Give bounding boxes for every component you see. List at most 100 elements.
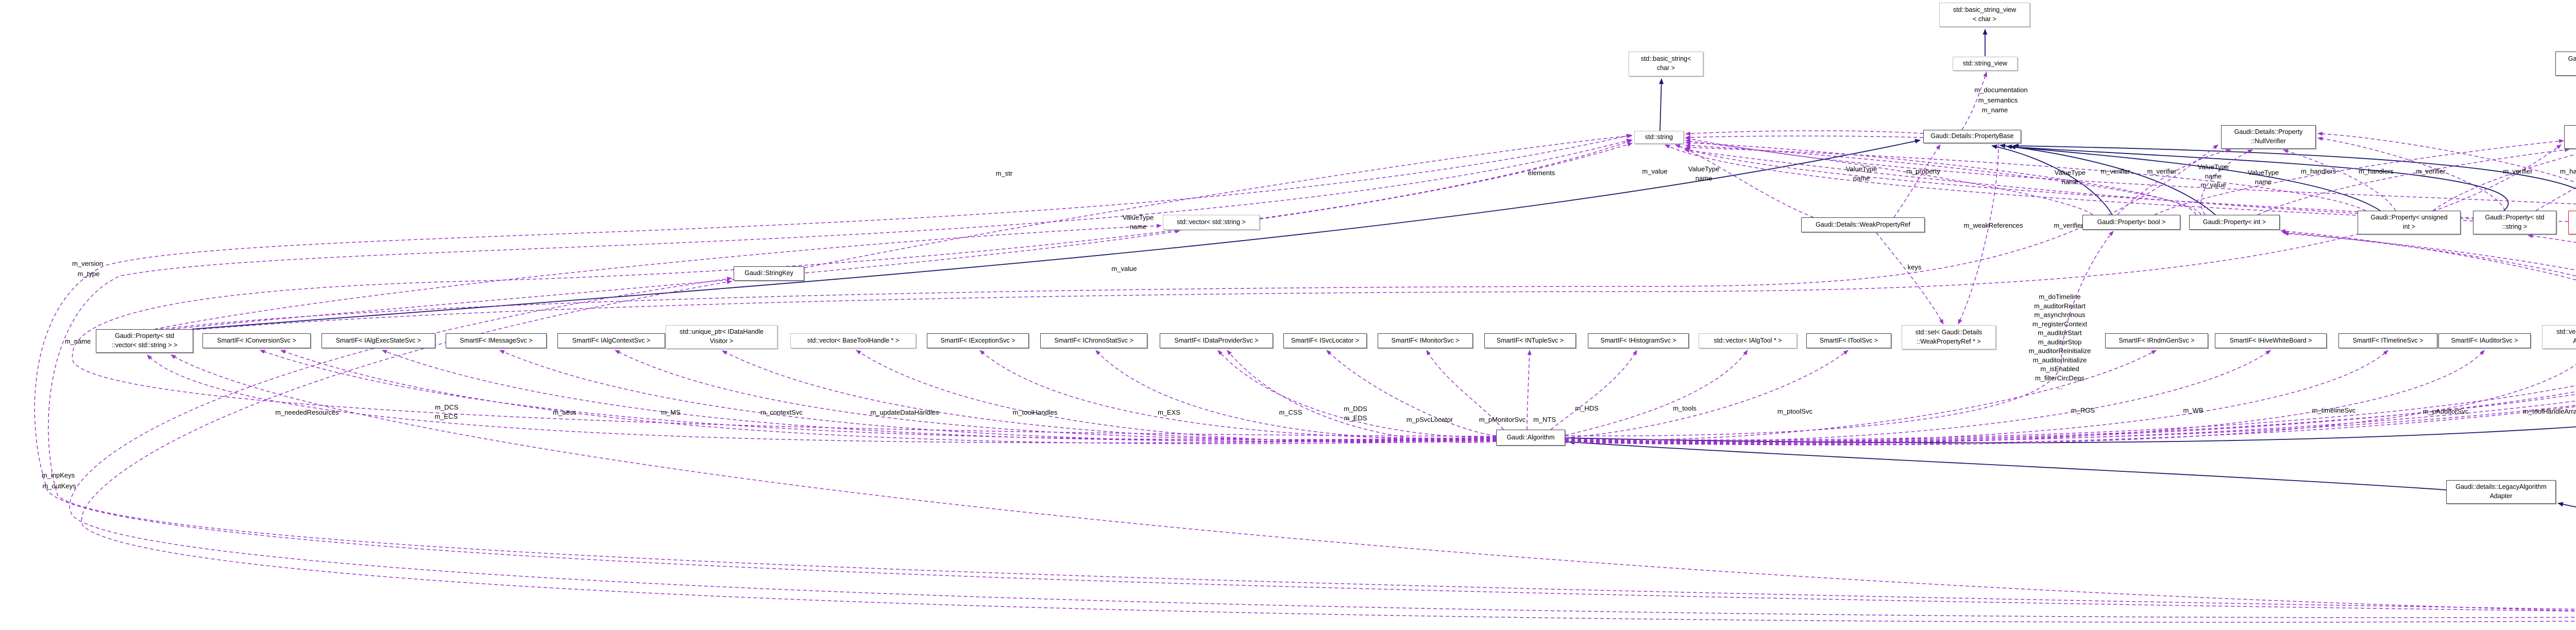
edge-label: m_toolHandleArrays <box>2523 407 2576 416</box>
edge-vecstring-to-string-elements <box>1259 140 1633 219</box>
node-string_view: std::string_view <box>1953 57 2018 71</box>
node-prop_uint[interactable]: Gaudi::Property< unsigned int > <box>2358 211 2461 234</box>
node-prop_int[interactable]: Gaudi::Property< int > <box>2189 215 2280 230</box>
node-update_handler[interactable]: Gaudi::Details::Property ::UpdateHandler <box>2564 125 2576 149</box>
node-uniq_datahandlevisitor: std::unique_ptr< IDataHandle Visitor > <box>666 325 777 349</box>
node-legacy_adapter[interactable]: Gaudi::details::LegacyAlgorithm Adapter <box>2446 480 2556 504</box>
node-smartif_algcontext[interactable]: SmartIF< IAlgContextSvc > <box>557 333 665 348</box>
edge-label: m_handlers <box>2359 167 2394 176</box>
edge-label: m_pSvcLocator <box>1406 416 1453 424</box>
node-smartif_conversion[interactable]: SmartIF< IConversionSvc > <box>202 333 311 348</box>
edge-uint-to-nullverifier <box>2283 149 2396 211</box>
edge-label: m_name <box>64 337 91 346</box>
edge-stringkey-to-string-mstr <box>804 133 1633 268</box>
edge-label: m_handlers <box>2301 167 2336 176</box>
edge-label: m_aess <box>553 408 577 417</box>
node-vec_algtool: std::vector< IAlgTool * > <box>1699 333 1797 348</box>
edge-label: ValueType name <box>2247 168 2279 185</box>
node-smartif_algexec[interactable]: SmartIF< IAlgExecStateSvc > <box>321 333 435 348</box>
edge-label: m_documentation <box>1974 86 2028 94</box>
edge-label: m_ECS <box>434 413 458 421</box>
edge-label: ValueType name m_value <box>2197 163 2229 189</box>
edge-wpr-to-pb-property <box>1893 144 1941 218</box>
node-smartif_chronostat[interactable]: SmartIF< IChronoStatSvc > <box>1040 333 1147 348</box>
edge-label: m_updateDataHandles <box>870 408 939 417</box>
node-std_string: std::string <box>1634 131 1684 144</box>
node-smartif_auditor[interactable]: SmartIF< IAuditorSvc > <box>2438 333 2531 348</box>
edge-label: m_value <box>1642 167 1668 176</box>
edge-label: m_pAuditorSvc <box>2422 407 2469 416</box>
node-prop_string[interactable]: Gaudi::Property< std ::string > <box>2473 211 2556 234</box>
node-null_verifier[interactable]: Gaudi::Details::Property ::NullVerifier <box>2221 125 2316 149</box>
edge-label: ValueType name <box>1845 165 1877 182</box>
edge-legacy-adapter-to-gaudi-algorithm <box>1569 440 2447 490</box>
edge-label: m_WB <box>2183 406 2204 415</box>
edge-ga-to-exception <box>979 350 1497 439</box>
node-smartif_dataprovider[interactable]: SmartIF< IDataProviderSvc > <box>1160 333 1273 348</box>
node-smartif_monitor[interactable]: SmartIF< IMonitorSvc > <box>1378 333 1473 348</box>
edge-label: m_inpKeys <box>41 471 75 480</box>
edge-ga-to-conversion-dcs <box>260 350 1497 440</box>
node-smartif_histogram[interactable]: SmartIF< IHistogramSvc > <box>1588 333 1689 348</box>
node-prop_bool[interactable]: Gaudi::Property< bool > <box>2082 215 2180 230</box>
node-vec_gaudihandlearray: std::vector< GaudiHandle ArrayBase * > <box>2542 325 2576 349</box>
edge-prop-bool-to-property-base <box>1991 144 2113 215</box>
edge-ga-to-ntuple <box>1527 350 1532 430</box>
edge-label: m_CSS <box>1279 408 1302 417</box>
edge-bool-to-string-valuetype <box>1685 139 2093 215</box>
edge-uint-to-updatehandler <box>2432 154 2576 211</box>
edge-ga-to-timeline <box>1565 350 2388 444</box>
node-prop_vec_string[interactable]: Gaudi::Property< std ::vector< std::stri… <box>96 329 193 353</box>
edge-propvec-to-vecstring-mvalue <box>171 229 1180 330</box>
edge-label: m_MS <box>661 408 681 417</box>
node-basic_string_view: std::basic_string_view < char > <box>1939 3 2030 27</box>
edge-ga-to-datahandlevisitor <box>722 350 1497 441</box>
edge-pb-to-string-documentation <box>1685 130 1924 136</box>
edge-ga-to-auditor <box>1565 350 2485 445</box>
edge-docoll-to-nullverifier <box>2317 131 2576 183</box>
edge-ga-to-chronostat <box>1095 350 1497 440</box>
edge-label: ValueType name <box>2054 168 2086 185</box>
node-smartif_ntuple[interactable]: SmartIF< INTupleSvc > <box>1484 333 1576 348</box>
edge-label: m_verifier <box>2416 167 2446 176</box>
edge-label: m_tools <box>1673 404 1697 413</box>
node-gaudi_algorithm[interactable]: Gaudi::Algorithm <box>1496 430 1565 446</box>
edge-label: m_EDS <box>1344 414 1367 422</box>
node-weak_property_ref[interactable]: Gaudi::Details::WeakPropertyRef <box>1801 217 1925 232</box>
node-smartif_timeline[interactable]: SmartIF< ITimelineSvc > <box>2338 333 2437 348</box>
edge-ga-to-conversion-ecs <box>280 350 1497 445</box>
edge-int-to-string-mvalue <box>1685 143 2201 215</box>
edge-label: m_RGS <box>2071 406 2095 415</box>
edge-ga-to-histogram <box>1550 350 1637 430</box>
node-smartif_svclocator[interactable]: SmartIF< ISvcLocator > <box>1283 333 1367 348</box>
edge-label: m_pMonitorSvc <box>1479 416 1526 424</box>
node-smartif_hivewhiteboard[interactable]: SmartIF< IHiveWhiteBoard > <box>2215 333 2327 348</box>
edge-string-to-basic-string <box>1659 78 1664 131</box>
edge-pb-to-string-semantics <box>1685 135 1924 140</box>
node-smartif_exception[interactable]: SmartIF< IExceptionSvc > <box>927 333 1029 348</box>
edge-string-to-updatehandler <box>2535 187 2576 211</box>
edge-ga-to-dataprovider-dds <box>1217 350 1497 438</box>
edge-label: m_DCS <box>435 403 459 412</box>
edge-label: m_doTimeline m_auditorRestart m_asynchro… <box>2028 293 2091 391</box>
node-no_handler[interactable]: Gaudi::Details::Property ::NoHandler <box>2555 52 2576 76</box>
node-smartif_rndmgen[interactable]: SmartIF< IRndmGenSvc > <box>2105 333 2208 348</box>
edge-ga-to-prop-vec-string <box>147 354 1497 444</box>
node-stringkey[interactable]: Gaudi::StringKey <box>734 266 804 281</box>
edge-left-long-type <box>48 139 2576 610</box>
edge-incident-to-stringkey-inpkeys <box>69 277 2576 618</box>
edge-label: m_value <box>1111 265 1137 273</box>
edge-label: m_weakReferences <box>1963 222 2023 230</box>
edge-label: m_outKeys <box>42 482 76 490</box>
node-smartif_message[interactable]: SmartIF< IMessageSvc > <box>446 333 547 348</box>
node-prop_dataobjidcoll[interactable]: Gaudi::Property< DataObj IDColl > <box>2568 211 2576 234</box>
edge-label: m_HDS <box>1575 404 1599 413</box>
node-smartif_toolsvc[interactable]: SmartIF< IToolSvc > <box>1806 333 1891 348</box>
edge-label: m_neededResources <box>275 408 339 417</box>
edge-pb-to-set-weakrefs <box>1958 143 1999 325</box>
node-property_base[interactable]: Gaudi::Details::PropertyBase <box>1923 130 2021 143</box>
edge-label: m_verifier <box>2100 167 2130 176</box>
edge-label: m_version <box>72 260 103 268</box>
edge-ga-to-message <box>499 350 1497 442</box>
